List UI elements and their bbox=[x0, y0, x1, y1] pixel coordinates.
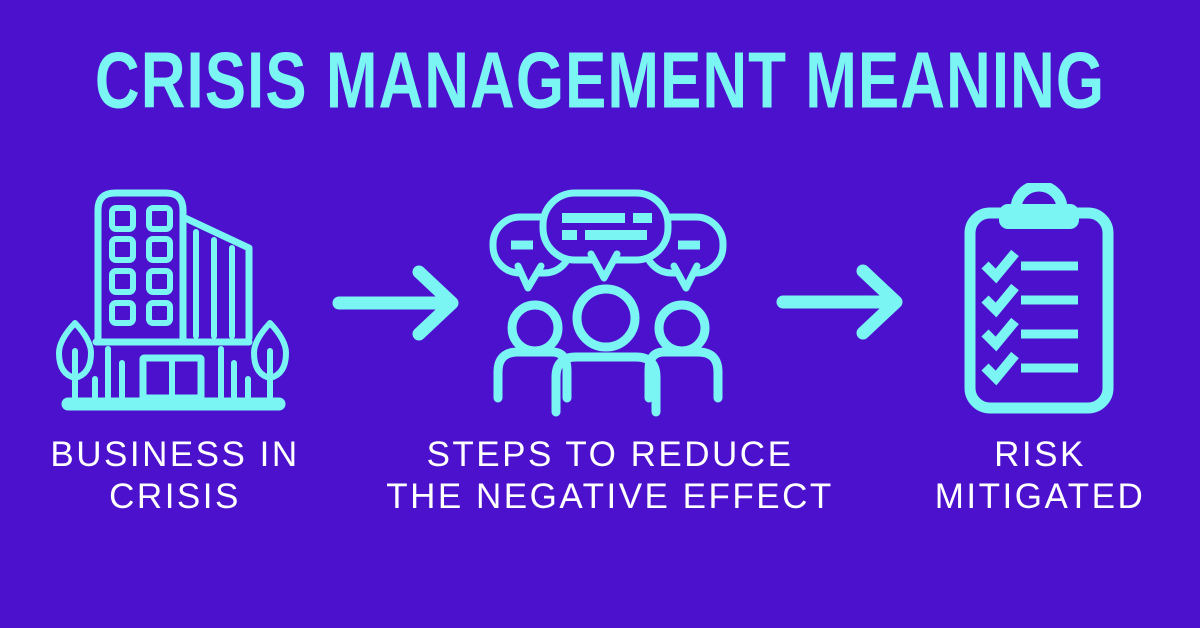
step-label-risk-mitigated: RISK MITIGATED bbox=[865, 434, 1200, 518]
label-line: BUSINESS IN bbox=[50, 435, 300, 474]
checklist-clipboard-icon bbox=[950, 183, 1130, 423]
page-title: CRISIS MANAGEMENT MEANING bbox=[94, 37, 1106, 126]
step-label-business-in-crisis: BUSINESS IN CRISIS bbox=[0, 434, 350, 518]
label-line: RISK bbox=[994, 435, 1086, 474]
arrow-right-icon bbox=[776, 261, 908, 343]
label-line: MITIGATED bbox=[934, 477, 1146, 516]
step-label-steps-to-reduce: STEPS TO REDUCE THE NEGATIVE EFFECT bbox=[385, 434, 835, 518]
label-line: STEPS TO REDUCE bbox=[426, 435, 794, 474]
group-discussion-icon bbox=[478, 178, 738, 418]
arrow-right-icon bbox=[332, 262, 464, 344]
label-line: THE NEGATIVE EFFECT bbox=[386, 477, 834, 516]
label-line: CRISIS bbox=[109, 477, 241, 516]
office-building-icon bbox=[53, 186, 293, 416]
